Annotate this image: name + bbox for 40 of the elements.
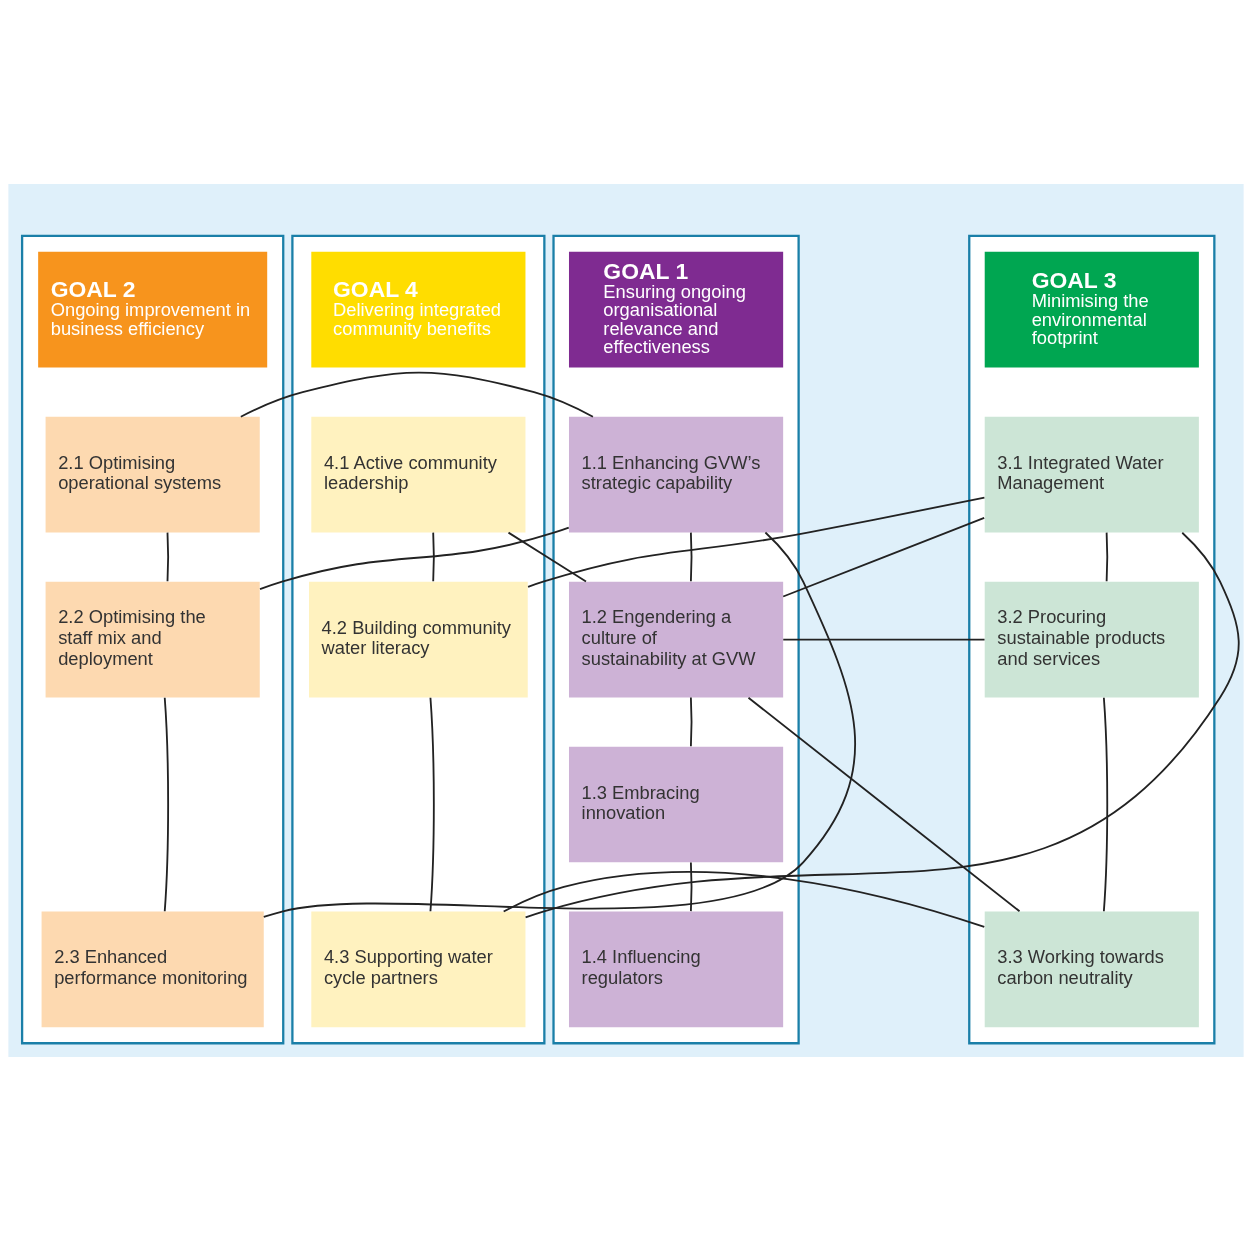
connector bbox=[689, 696, 693, 748]
connector bbox=[429, 696, 435, 913]
node-box: 4.3 Supporting water cycle partners bbox=[311, 911, 526, 1028]
cluster bbox=[968, 234, 1216, 1045]
connector bbox=[259, 526, 570, 591]
connector bbox=[524, 531, 1240, 919]
connector bbox=[262, 531, 856, 918]
connector bbox=[507, 531, 587, 583]
node-box: GOAL 2 Ongoing improvement in business efficiency bbox=[38, 251, 268, 368]
connector bbox=[166, 531, 170, 583]
node-box: 4.1 Active community leadership bbox=[311, 416, 526, 533]
node-box: GOAL 4 Delivering integrated community benefits bbox=[311, 251, 526, 368]
cluster bbox=[552, 234, 800, 1045]
cluster bbox=[291, 234, 546, 1045]
node-box: 2.3 Enhanced performance monitoring bbox=[41, 911, 264, 1028]
cluster bbox=[20, 234, 285, 1045]
node-box: 3.2 Procuring sustainable products and services bbox=[984, 581, 1199, 698]
node-box: GOAL 3 Minimising the environmental footprint bbox=[984, 251, 1199, 368]
node-box: 4.2 Building community water literacy bbox=[309, 581, 528, 698]
connector bbox=[689, 531, 693, 583]
node-box: 1.4 Influencing regulators bbox=[569, 911, 784, 1028]
node-box: 1.3 Embracing innovation bbox=[569, 746, 784, 863]
connector bbox=[1102, 696, 1109, 913]
connector bbox=[782, 516, 986, 598]
node-box: 3.3 Working towards carbon neutrality bbox=[984, 911, 1199, 1028]
connector bbox=[502, 871, 986, 928]
connector bbox=[1105, 531, 1109, 583]
node-box: 3.1 Integrated Water Management bbox=[984, 416, 1199, 533]
connector bbox=[527, 496, 986, 588]
connector bbox=[747, 696, 1021, 913]
connector bbox=[689, 861, 693, 913]
node-box: GOAL 1 Ensuring ongoing organisational relevance and effectiveness bbox=[569, 251, 784, 368]
node-box: 1.1 Enhancing GVW’s strategic capability bbox=[569, 416, 784, 533]
node-box: 1.2 Engendering a culture of sustainability at GVW bbox=[569, 581, 784, 698]
node-box: 2.1 Optimising operational systems bbox=[45, 416, 260, 533]
connector bbox=[432, 531, 435, 583]
connector bbox=[163, 696, 170, 913]
connector bbox=[239, 371, 594, 418]
node-box: 2.2 Optimising the staff mix and deployment bbox=[45, 581, 260, 698]
connector bbox=[782, 638, 986, 641]
